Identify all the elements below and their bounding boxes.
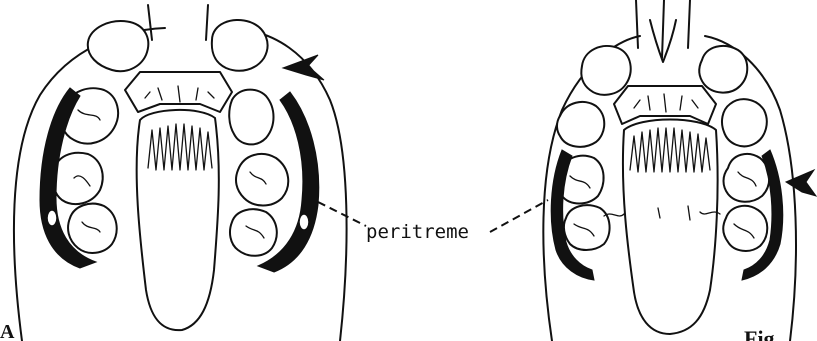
peritreme-callout: peritreme [318, 200, 548, 243]
right-coxa-2-left [557, 102, 604, 147]
left-coxa-1-left [88, 21, 149, 71]
right-coxa-2-right [722, 99, 767, 146]
panel-label-a: A [0, 321, 15, 341]
left-neck [148, 5, 208, 40]
right-coxa-4-left [564, 205, 610, 250]
left-coxa-2-right [229, 90, 273, 145]
left-coxa-1-right [212, 20, 268, 71]
right-specimen [543, 0, 816, 341]
right-coxa-1-left [581, 46, 630, 95]
right-ventral-shield [623, 120, 718, 335]
left-stigma-right [299, 214, 309, 230]
peritreme-label: peritreme [366, 221, 469, 243]
left-comb-setae [148, 124, 212, 170]
left-coxa-4-right [230, 209, 277, 256]
left-specimen [14, 5, 347, 341]
right-coxa-1-right [699, 46, 747, 93]
right-arrow-icon [786, 170, 816, 196]
figure-caption: Fig. [744, 326, 780, 341]
callout-leader-right [490, 200, 548, 232]
right-shield-setae [658, 206, 690, 220]
right-comb-setae [630, 128, 710, 172]
left-coxa-3-left [53, 153, 102, 204]
right-neck [636, 0, 690, 62]
right-coxa-4-right [723, 206, 767, 251]
callout-leader-left [318, 202, 366, 226]
left-stigma-left [47, 210, 57, 226]
